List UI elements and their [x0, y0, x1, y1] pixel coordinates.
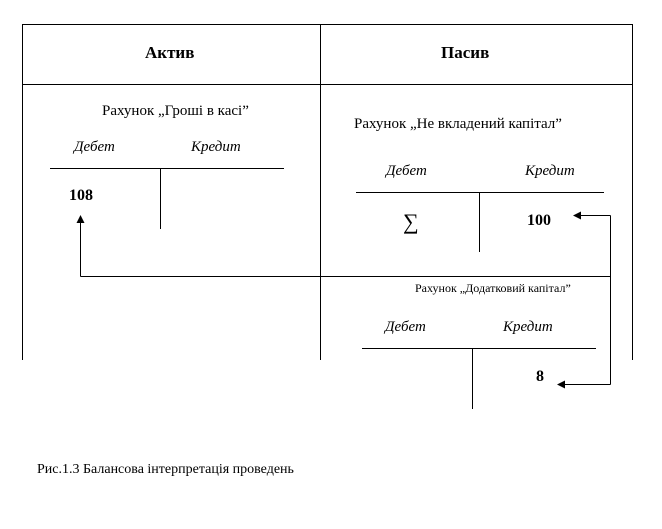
arrow-to-credit-100 [573, 211, 611, 277]
t-account-unpaid-capital [356, 192, 604, 252]
assets-header: Актив [145, 43, 195, 62]
liabilities-header: Пасив [441, 43, 490, 62]
cash-credit-label: Кредит [191, 139, 241, 155]
additional-capital-account-title: Рахунок „Додатковий капітал” [415, 281, 571, 295]
balance-table-frame [22, 24, 633, 360]
unpaid-capital-credit-label: Кредит [525, 163, 575, 179]
cash-account-title: Рахунок „Гроші в касі” [102, 103, 249, 119]
arrow-100-to-108 [76, 215, 611, 277]
additional-capital-credit-label: Кредит [503, 319, 553, 335]
t-account-additional-capital [362, 348, 596, 409]
unpaid-capital-debit-label: Дебет [386, 163, 427, 179]
additional-capital-debit-label: Дебет [385, 319, 426, 335]
additional-capital-credit-value: 8 [536, 368, 544, 385]
arrow-to-credit-8 [557, 276, 611, 389]
unpaid-capital-credit-value: 100 [527, 212, 551, 229]
unpaid-capital-account-title: Рахунок „Не вкладений капітал” [354, 116, 562, 132]
cash-debit-value: 108 [69, 187, 93, 204]
t-account-cash [50, 168, 284, 229]
cash-debit-label: Дебет [74, 139, 115, 155]
figure-caption: Рис.1.3 Балансова інтерпретація проведен… [37, 462, 294, 477]
sum-symbol: ∑ [403, 209, 419, 234]
